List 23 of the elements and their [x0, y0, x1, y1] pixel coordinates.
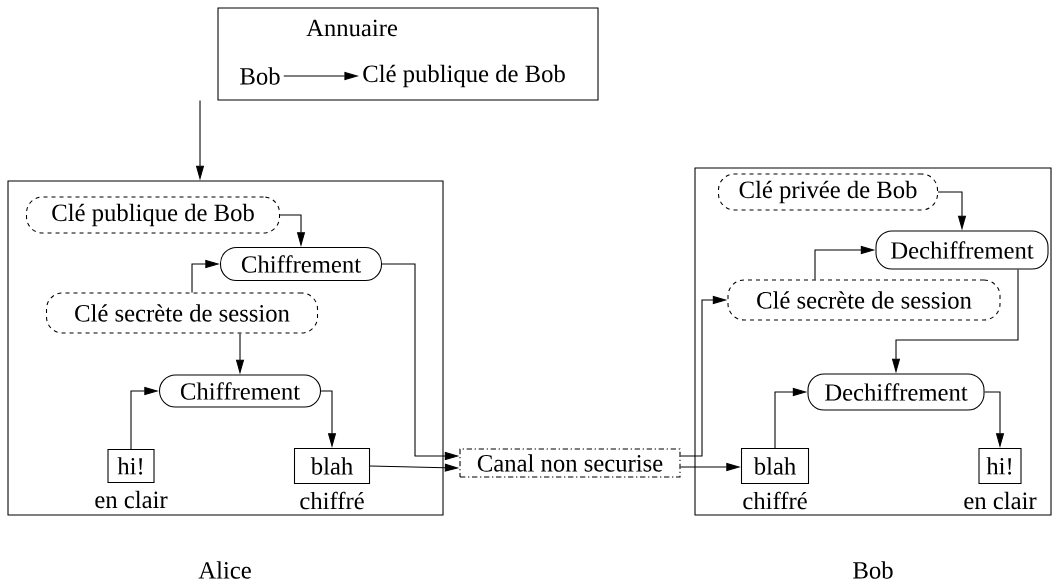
panel-box — [694, 167, 1052, 516]
caption-text: chiffré — [300, 491, 364, 510]
message-box: blah — [740, 447, 810, 485]
channel-box: Canal non securise — [459, 448, 681, 478]
panel-box — [7, 180, 444, 516]
caption-text: en clair — [964, 491, 1037, 510]
caption-text: Alice — [198, 561, 251, 579]
caption-text: chiffré — [743, 491, 807, 510]
process-box: Dechiffrement — [807, 373, 985, 411]
caption-text: Bob — [853, 561, 893, 579]
key-box: Clé privée de Bob — [717, 173, 939, 211]
process-box: Dechiffrement — [875, 230, 1049, 270]
process-box: Chiffrement — [158, 374, 322, 408]
key-box: Clé secrète de session — [727, 279, 1001, 321]
message-box: hi! — [107, 448, 155, 484]
caption-text: en clair — [95, 490, 168, 509]
message-box: hi! — [978, 447, 1022, 485]
key-box: Clé secrète de session — [45, 292, 319, 334]
process-box: Chiffrement — [219, 246, 383, 282]
message-box: blah — [293, 447, 371, 485]
text-label: Bob — [240, 67, 280, 85]
text-label: Clé publique de Bob — [363, 64, 565, 88]
key-box: Clé publique de Bob — [25, 196, 281, 234]
